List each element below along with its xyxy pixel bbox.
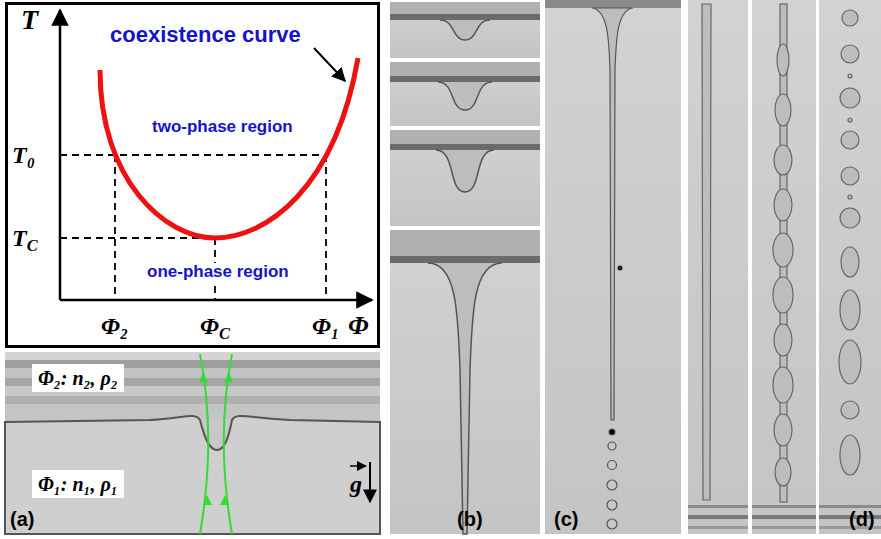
axis-symbol: T — [21, 5, 38, 36]
panel-letter: (a) — [10, 508, 34, 530]
gravity-symbol: g — [350, 471, 362, 497]
axis-tick-label: Φ₂ — [101, 313, 128, 339]
photo-a — [5, 352, 380, 534]
panel-letter: (b) — [457, 508, 483, 530]
photo-d — [688, 0, 881, 534]
leader-arrow — [314, 48, 345, 81]
subscript: C — [27, 236, 38, 255]
region-label: two-phase region — [152, 118, 293, 137]
axis-tick-label: Φ₁ — [312, 313, 339, 339]
panel-letter: (c) — [554, 508, 578, 530]
phase-diagram-panel: Tcoexistence curve two-phase regionT₀ TC on… — [5, 2, 380, 348]
axis-tick-label: TC — [12, 225, 38, 251]
axis-symbol: Φ — [348, 312, 369, 341]
panel-letter: (d) — [849, 508, 875, 530]
dashed-guides — [60, 155, 326, 300]
axis-tick-label: ΦC — [200, 313, 230, 339]
curve-label: coexistence curve — [110, 23, 301, 47]
photo-c — [545, 0, 681, 534]
phase-label: Φ₁: n₁, ρ₁ — [32, 470, 124, 498]
photo-b — [390, 2, 540, 534]
panel-ground — [5, 2, 380, 348]
phase-label: Φ₂: n₂, ρ₂ — [32, 364, 124, 392]
coexistence-curve — [100, 58, 358, 238]
axis-tick-label: T₀ — [12, 142, 35, 168]
region-label: one-phase region — [144, 263, 292, 282]
axes — [60, 10, 372, 300]
subscript: C — [219, 324, 230, 343]
